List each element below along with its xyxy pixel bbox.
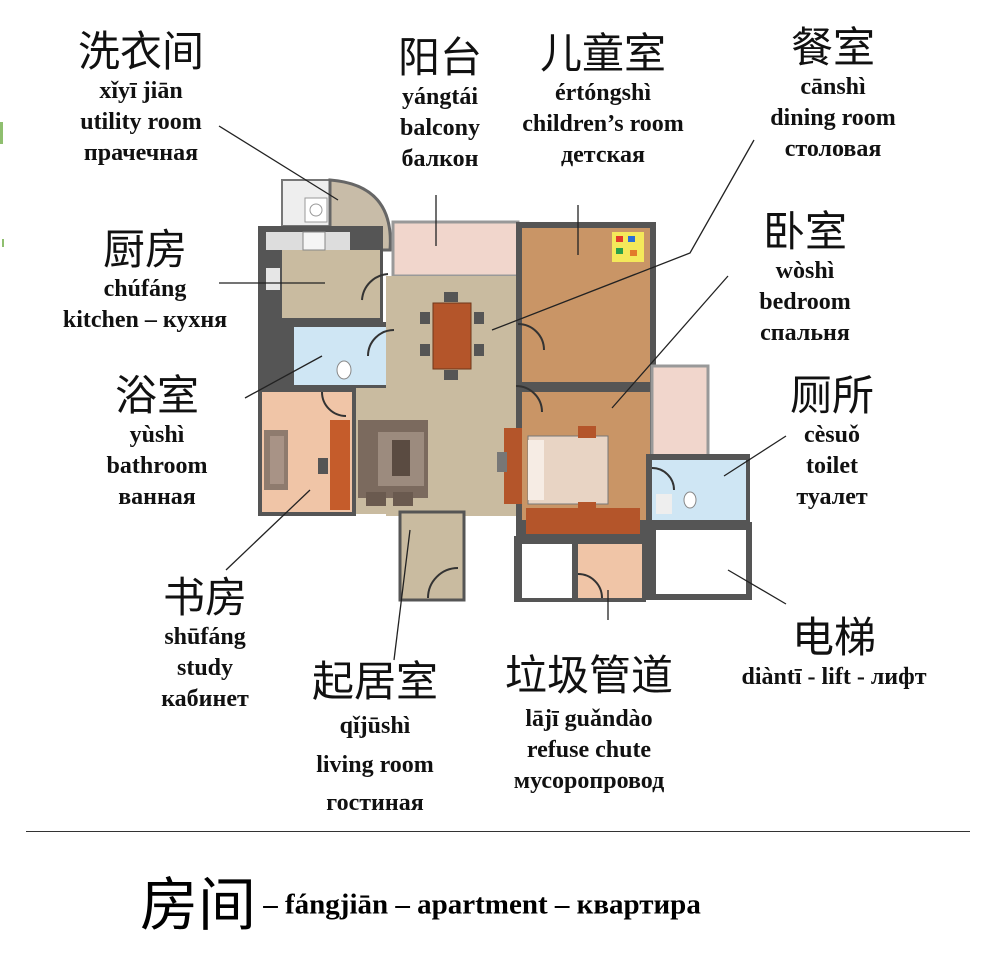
bathroom-pinyin: yùshì bbox=[129, 422, 185, 448]
door-swings bbox=[321, 273, 675, 599]
edge-mark bbox=[2, 239, 4, 247]
label-toilet: 厕所 cèsuǒ toilet туалет bbox=[772, 372, 892, 513]
bedroom-zh: 卧室 bbox=[762, 207, 847, 256]
study-en: study bbox=[176, 655, 234, 681]
utility-room-zh: 洗衣间 bbox=[77, 27, 204, 76]
balcony-ru: балкон bbox=[401, 146, 479, 172]
dining-room-pinyin: cānshì bbox=[800, 74, 866, 100]
leader-lines bbox=[218, 125, 787, 661]
childrens-room bbox=[516, 222, 656, 386]
kitchen-pinyin: chúfáng bbox=[103, 276, 187, 302]
balcony bbox=[391, 220, 520, 278]
label-utility-room: 洗衣间 xǐyī jiān utility room прачечная bbox=[46, 28, 236, 169]
refuse-chute-ru: мусоропровод bbox=[513, 768, 665, 794]
refuse-chute-pinyin: lājī guǎndào bbox=[525, 706, 653, 732]
divider-line bbox=[26, 831, 970, 832]
label-living-room: 起居室 qǐjūshì living room гостиная bbox=[290, 658, 460, 822]
balcony-pinyin: yángtái bbox=[401, 84, 478, 110]
footer-zh: 房间 bbox=[140, 871, 257, 939]
dining-room-en: dining room bbox=[770, 105, 896, 131]
childrens-room-ru: детская bbox=[561, 142, 645, 168]
kitchen-zh: 厨房 bbox=[102, 225, 187, 274]
kitchen-en-ru: kitchen – кухня bbox=[62, 307, 228, 333]
lift-zh: 电梯 bbox=[791, 613, 876, 662]
childrens-room-pinyin: értóngshì bbox=[555, 80, 651, 106]
study-zh: 书房 bbox=[162, 573, 247, 622]
lift-line: diàntī - lift - лифт bbox=[741, 664, 927, 690]
edge-mark bbox=[0, 122, 3, 144]
study-room bbox=[258, 388, 356, 516]
toilet-pinyin: cèsuǒ bbox=[804, 422, 860, 448]
bedroom-en: bedroom bbox=[759, 289, 851, 315]
utility-room-pinyin: xǐyī jiān bbox=[99, 78, 183, 104]
label-balcony: 阳台 yángtái balcony балкон bbox=[370, 34, 510, 175]
lift-shaft bbox=[646, 522, 752, 600]
balcony-en: balcony bbox=[399, 115, 480, 141]
balcony-zh: 阳台 bbox=[397, 33, 482, 82]
footer-caption: 房间 – fángjiān – apartment – квартира bbox=[140, 870, 860, 940]
toilet-ru: туалет bbox=[796, 484, 868, 510]
label-kitchen: 厨房 chúfáng kitchen – кухня bbox=[30, 226, 260, 336]
childrens-room-en: children’s room bbox=[522, 111, 684, 137]
living-room-pinyin: qǐjūshì bbox=[339, 713, 411, 739]
utility-room-en: utility room bbox=[80, 109, 202, 135]
living-room-zh: 起居室 bbox=[311, 657, 438, 706]
refuse-chute-en: refuse chute bbox=[526, 737, 652, 763]
side-balcony bbox=[650, 364, 710, 458]
toilet-en: toilet bbox=[806, 453, 858, 479]
label-study: 书房 shūfáng study кабинет bbox=[130, 574, 280, 715]
refuse-chute-area bbox=[514, 536, 646, 602]
label-lift: 电梯 diàntī - lift - лифт bbox=[712, 614, 956, 693]
toilet-zh: 厕所 bbox=[789, 371, 874, 420]
label-dining-room: 餐室 cānshì dining room столовая bbox=[748, 24, 918, 165]
living-room-ru: гостиная bbox=[326, 790, 424, 816]
bedroom-pinyin: wòshì bbox=[775, 258, 835, 284]
kitchen-room bbox=[258, 226, 383, 322]
bathroom-en: bathroom bbox=[106, 453, 208, 479]
label-bedroom: 卧室 wòshì bedroom спальня bbox=[730, 208, 880, 349]
dining-room-ru: столовая bbox=[784, 136, 882, 162]
refuse-chute-zh: 垃圾管道 bbox=[504, 651, 673, 700]
bedroom-ru: спальня bbox=[760, 320, 850, 346]
bathroom-ru: ванная bbox=[118, 484, 196, 510]
utility-room-ru: прачечная bbox=[83, 140, 199, 166]
bedroom-room bbox=[497, 386, 656, 536]
childrens-room-zh: 儿童室 bbox=[539, 29, 666, 78]
label-childrens-room: 儿童室 értóngshì children’s room детская bbox=[498, 30, 708, 171]
study-pinyin: shūfáng bbox=[164, 624, 246, 650]
living-dining-hall bbox=[355, 276, 525, 602]
study-ru: кабинет bbox=[161, 686, 249, 712]
label-bathroom: 浴室 yùshì bathroom ванная bbox=[82, 372, 232, 513]
toilet-room bbox=[646, 454, 750, 526]
footer-text: – fángjiān – apartment – квартира bbox=[256, 888, 701, 921]
living-room-en: living room bbox=[316, 752, 434, 778]
bathroom-room bbox=[258, 322, 388, 388]
label-refuse-chute: 垃圾管道 lājī guǎndào refuse chute мусоропро… bbox=[484, 648, 694, 797]
dining-room-zh: 餐室 bbox=[790, 23, 875, 72]
bathroom-zh: 浴室 bbox=[114, 371, 199, 420]
